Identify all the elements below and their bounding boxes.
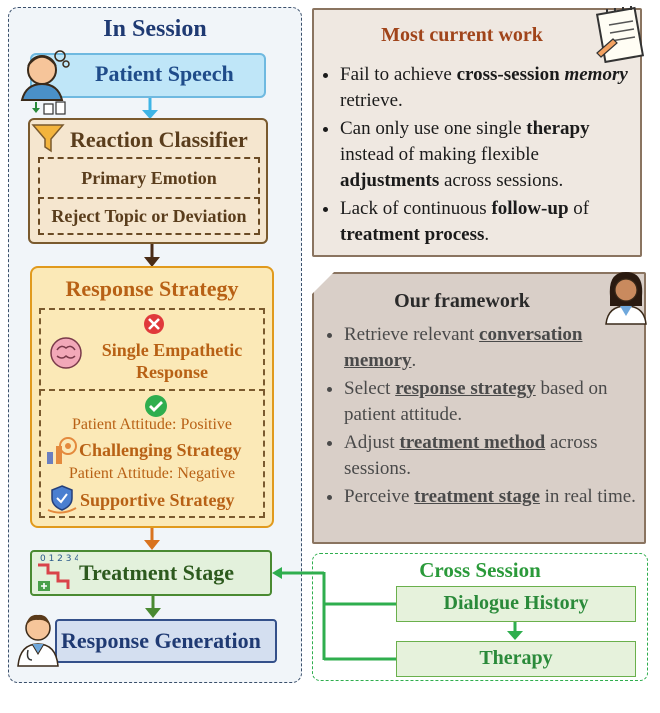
current-bullet-2: Can only use one single therapy instead …: [340, 116, 638, 194]
attitude-negative-label: Patient Attitude: Negative: [68, 465, 236, 482]
doctor-icon: [17, 614, 59, 667]
dialogue-history-box: [396, 586, 636, 622]
strategy-divider: [39, 389, 265, 391]
response-generation-box: [55, 619, 277, 663]
single-empathetic-label: Single Empathetic: [101, 340, 243, 360]
response-generation-label: Response Generation: [61, 628, 261, 653]
arrow-strategy-stage: [144, 528, 160, 550]
support-icon: [47, 485, 77, 514]
classifier-items-box: [38, 157, 260, 235]
svg-text:0 1 2 3 4: 0 1 2 3 4: [40, 554, 78, 564]
arrow-classifier-strategy: [144, 244, 160, 267]
stairs-icon: 0 1 2 3 4: [38, 554, 78, 591]
treatment-stage-box: [30, 550, 272, 596]
brain-icon: [50, 337, 82, 369]
patient-icon: [20, 50, 70, 101]
strategy-options-box: [39, 308, 265, 518]
most-current-work-panel: [312, 8, 642, 257]
cross-icon: [144, 314, 164, 334]
framework-bullet-1: Retrieve relevant conversation memory.: [344, 322, 642, 374]
reject-topic-label: Reject Topic or Deviation: [51, 206, 247, 226]
most-current-work-title: Most current work: [381, 24, 543, 46]
challenging-strategy-label: Challenging Strategy: [79, 440, 242, 460]
primary-emotion-label: Primary Emotion: [81, 168, 217, 188]
notepad-icon: [595, 6, 645, 63]
our-framework-panel: [312, 272, 646, 544]
framework-corner: [312, 272, 334, 294]
arrow-history-therapy: [507, 622, 523, 640]
cross-session-connectors: [272, 567, 396, 661]
challenge-icon: [47, 437, 77, 464]
arrow-stage-generation: [145, 596, 161, 618]
patient-speech-box: [30, 53, 266, 98]
treatment-stage-label: Treatment Stage: [79, 560, 234, 585]
current-bullet-1: Fail to achieve cross-session memory ret…: [340, 62, 638, 114]
single-response-label: Response: [135, 362, 208, 382]
most-current-work-list: Fail to achieve cross-session memory ret…: [318, 62, 638, 250]
current-bullet-3: Lack of continuous follow-up of treatmen…: [340, 196, 638, 248]
reaction-classifier-box: [28, 118, 268, 244]
cross-session-title: Cross Session: [419, 558, 541, 582]
therapy-label: Therapy: [479, 647, 553, 669]
our-framework-list: Retrieve relevant conversation memory. S…: [322, 322, 642, 512]
arrow-patient-classifier: [142, 98, 158, 119]
response-strategy-title: Response Strategy: [65, 276, 239, 301]
framework-bullet-2: Select response strategy based on patien…: [344, 376, 642, 428]
our-framework-title: Our framework: [394, 290, 530, 312]
reaction-classifier-title: Reaction Classifier: [70, 127, 248, 152]
dialogue-history-label: Dialogue History: [443, 592, 589, 614]
filter-icon: [31, 124, 65, 153]
check-icon: [145, 395, 167, 417]
patient-speech-label: Patient Speech: [95, 61, 234, 86]
framework-bullet-3: Adjust treatment method across sessions.: [344, 430, 642, 482]
in-session-title: In Session: [103, 16, 207, 42]
therapist-icon: [605, 272, 647, 325]
documents-icon: [32, 101, 66, 115]
framework-bullet-4: Perceive treatment stage in real time.: [344, 484, 642, 510]
therapy-box: [396, 641, 636, 677]
attitude-positive-label: Patient Attitude: Positive: [72, 416, 232, 433]
classifier-divider: [38, 197, 260, 199]
supportive-strategy-label: Supportive Strategy: [80, 490, 235, 510]
